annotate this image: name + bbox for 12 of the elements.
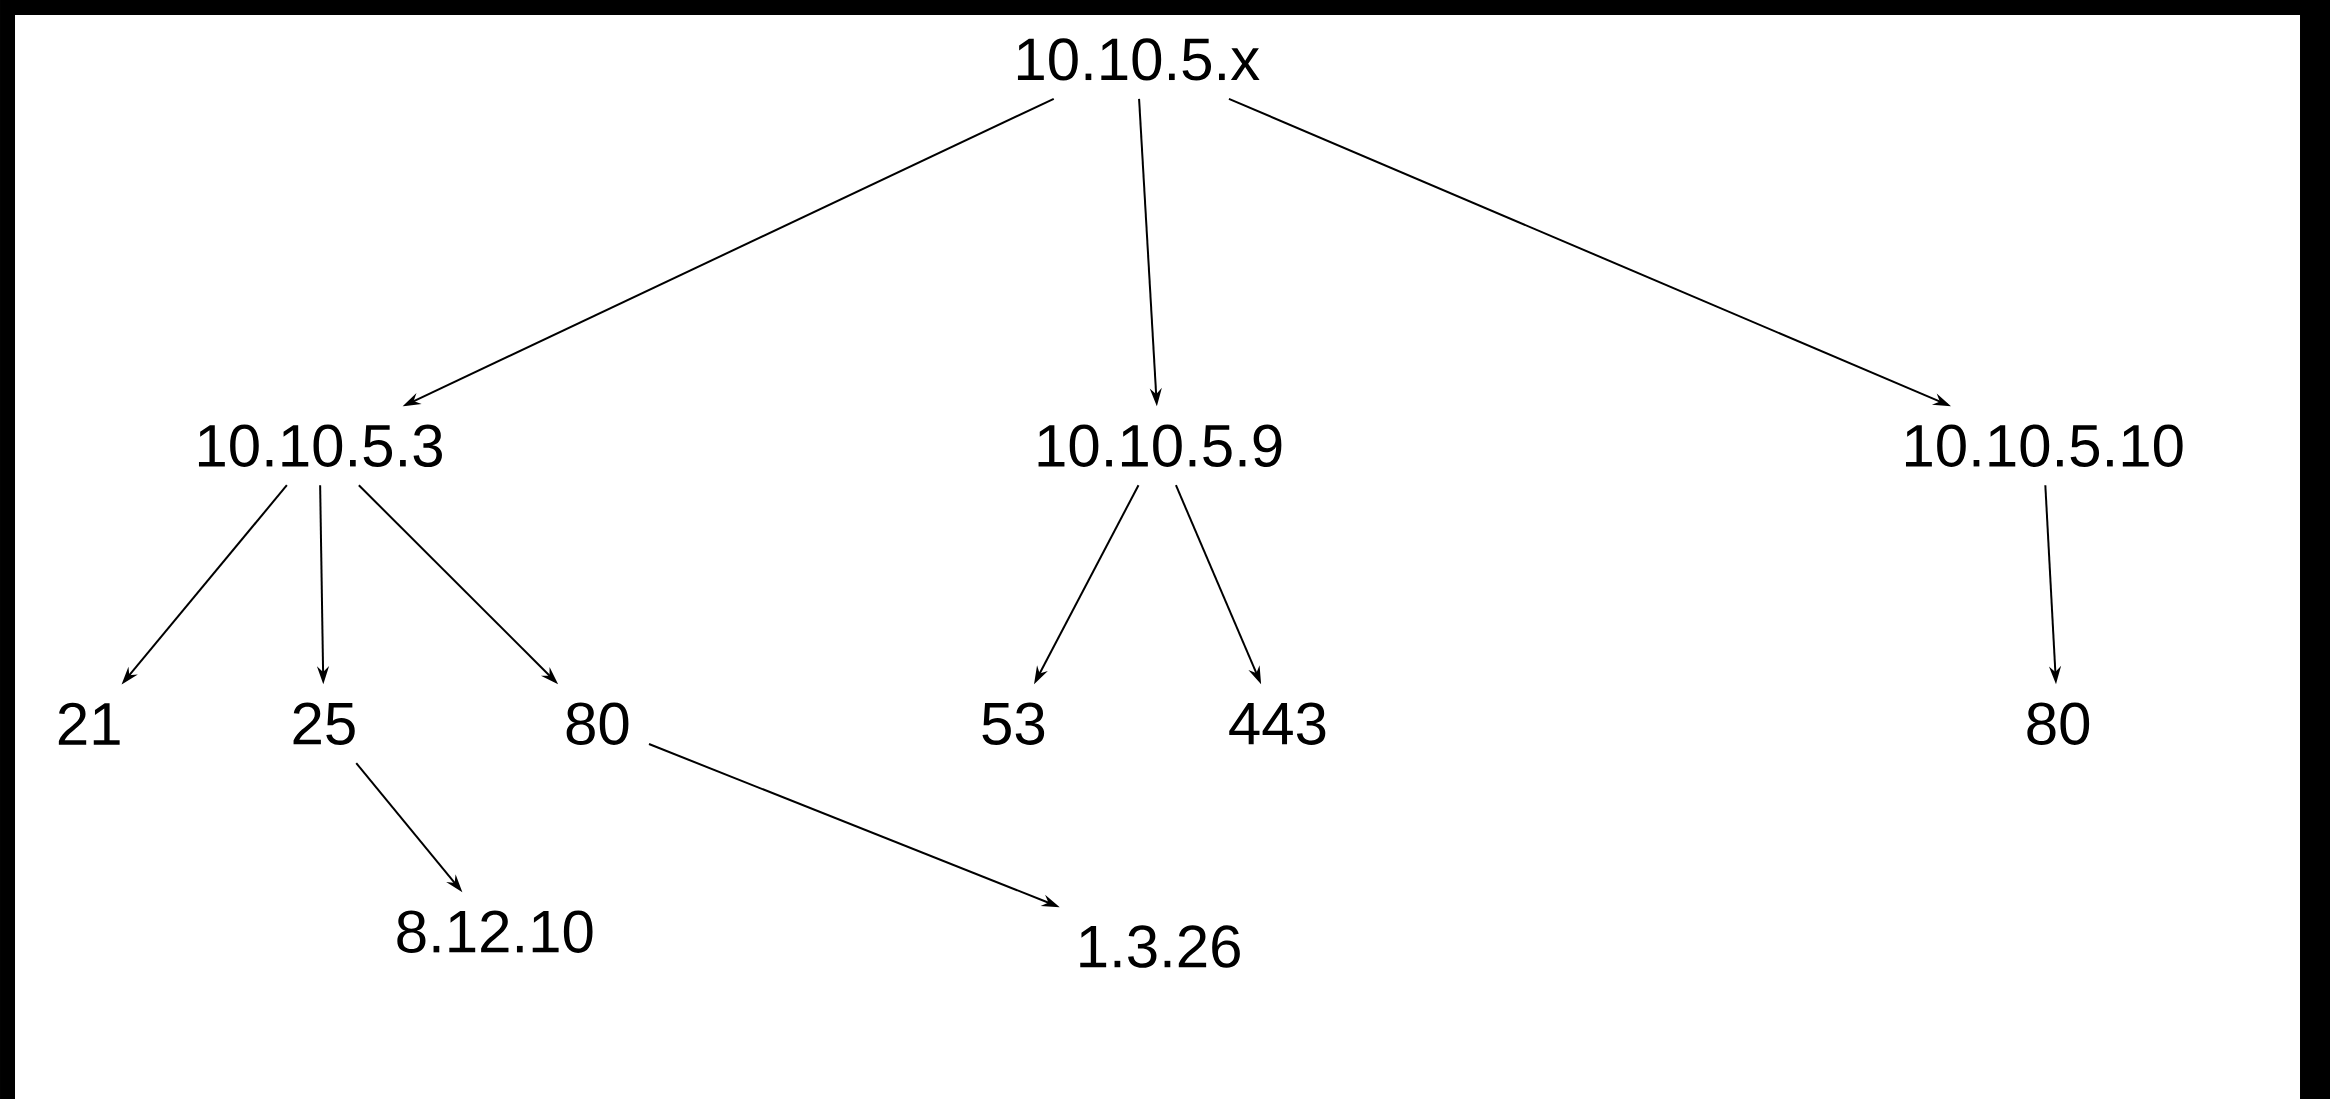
node-label: 10.10.5.x (1017, 38, 1260, 81)
node-label: 80 (566, 702, 629, 745)
node-label: 8.12.10 (397, 910, 593, 953)
node-label: 10.10.5.3 (198, 424, 442, 467)
node-label: 1.3.26 (1080, 925, 1240, 968)
node-label: 25 (293, 702, 355, 745)
node-label: 80 (2027, 702, 2090, 745)
node-label: 10.10.5.9 (1038, 424, 1282, 467)
node-label: 443 (1229, 702, 1326, 745)
node-label: 53 (982, 702, 1045, 745)
node-label: 10.10.5.10 (1906, 424, 2183, 467)
node-label: 21 (58, 702, 120, 745)
